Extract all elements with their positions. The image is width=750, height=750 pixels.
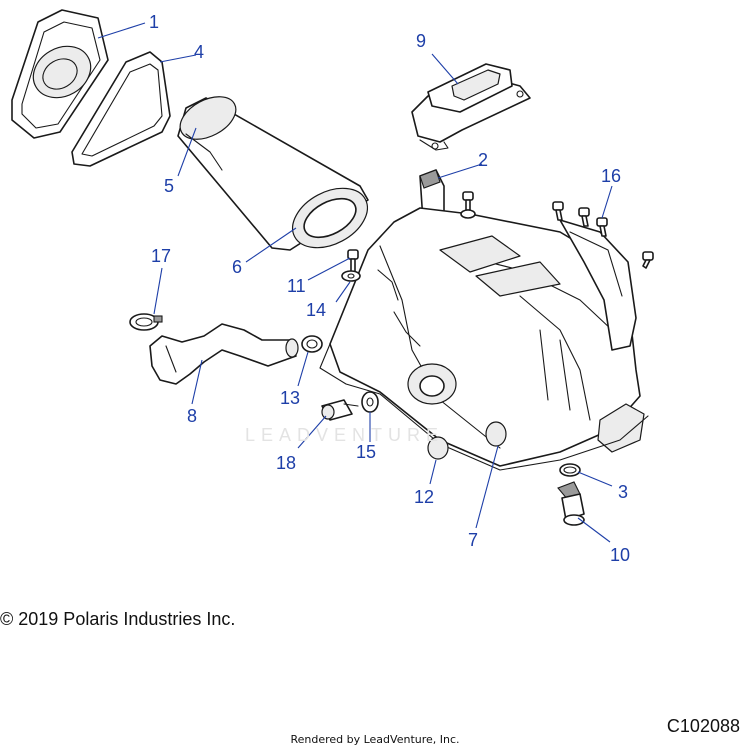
- part-7-airbox-housing: [319, 207, 649, 471]
- callout-7: 7: [468, 530, 478, 550]
- callout-18: 18: [276, 453, 296, 473]
- part-3-o-ring: [559, 463, 581, 477]
- callout-10: 10: [610, 545, 630, 565]
- part-15-grommet: [361, 391, 379, 413]
- part-11-bolt: [347, 249, 359, 273]
- callout-9: 9: [416, 31, 426, 51]
- part-12-plug: [427, 436, 449, 460]
- part-16-bolts: [460, 191, 654, 269]
- callout-15: 15: [356, 442, 376, 462]
- part-8-hose: [149, 323, 299, 385]
- part-17-clamp: [129, 313, 163, 331]
- callout-3: 3: [618, 482, 628, 502]
- part-10-drain-valve: [557, 481, 585, 526]
- callout-labels: 1 2 3 4 5 6 7 8 9 10 11 12 13 14 15 16 1…: [149, 12, 630, 565]
- watermark-text: LEADVENTURE: [245, 425, 445, 445]
- part-1-intake-cover: [11, 9, 109, 139]
- callout-17: 17: [151, 246, 171, 266]
- rendered-by-credit: Rendered by LeadVenture, Inc.: [290, 733, 460, 746]
- copyright-notice: © 2019 Polaris Industries Inc.: [0, 609, 236, 629]
- callout-1: 1: [149, 12, 159, 32]
- callout-6: 6: [232, 257, 242, 277]
- callout-4: 4: [194, 42, 204, 62]
- callout-12: 12: [414, 487, 434, 507]
- leader-lines: [97, 22, 613, 543]
- callout-16: 16: [601, 166, 621, 186]
- part-4-gasket: [71, 51, 171, 167]
- figure-id: C102088: [666, 716, 740, 736]
- callout-14: 14: [306, 300, 326, 320]
- part-18-fitting: [321, 399, 359, 421]
- part-6-filter-element: [177, 96, 369, 251]
- callout-11: 11: [287, 276, 306, 296]
- callout-2: 2: [478, 150, 488, 170]
- part-13-clamp: [301, 335, 323, 353]
- callout-8: 8: [187, 406, 197, 426]
- part-9-access-plate: [411, 63, 531, 151]
- callout-5: 5: [164, 176, 174, 196]
- part-14-washer: [341, 270, 361, 282]
- callout-13: 13: [280, 388, 300, 408]
